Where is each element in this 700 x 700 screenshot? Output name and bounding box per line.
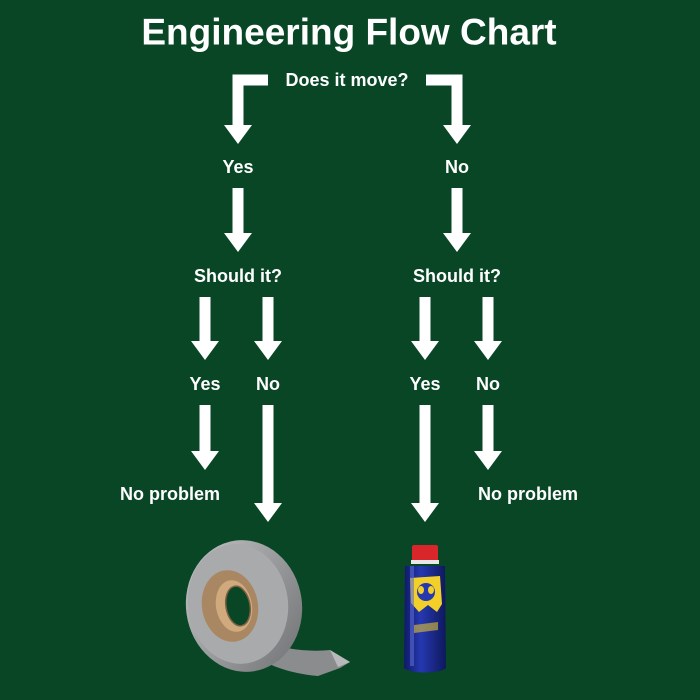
question-does-it-move: Does it move?: [285, 70, 409, 90]
arrow-left-should-to-yes: [191, 297, 219, 360]
arrow-right-should-to-no: [474, 297, 502, 360]
right-yes-label: Yes: [409, 374, 441, 394]
arrow-right-no-to-no-problem: [474, 405, 502, 470]
left-should-it-question: Should it?: [194, 266, 282, 286]
wd40-can-image: [404, 545, 446, 673]
elbow-arrow-left: [224, 74, 268, 144]
right-no-problem-outcome: No problem: [477, 484, 579, 504]
left-yes-label: Yes: [189, 374, 221, 394]
arrow-right-yes-to-wd40: [411, 405, 439, 522]
left-no-problem-outcome: No problem: [119, 484, 221, 504]
arrow-left-should-to-no: [254, 297, 282, 360]
page-title: Engineering Flow Chart: [141, 11, 557, 53]
branch-no-label: No: [445, 157, 469, 177]
arrow-yes-to-should-left: [224, 188, 252, 252]
arrow-no-to-should-right: [443, 188, 471, 252]
arrow-left-no-to-duct-tape: [254, 405, 282, 522]
branch-yes-label: Yes: [222, 157, 254, 177]
left-no-label: No: [256, 374, 280, 394]
arrow-left-yes-to-no-problem: [191, 405, 219, 470]
elbow-arrow-right: [426, 74, 471, 144]
duct-tape-image: [185, 540, 350, 676]
right-no-label: No: [476, 374, 500, 394]
arrow-right-should-to-yes: [411, 297, 439, 360]
right-should-it-question: Should it?: [413, 266, 501, 286]
